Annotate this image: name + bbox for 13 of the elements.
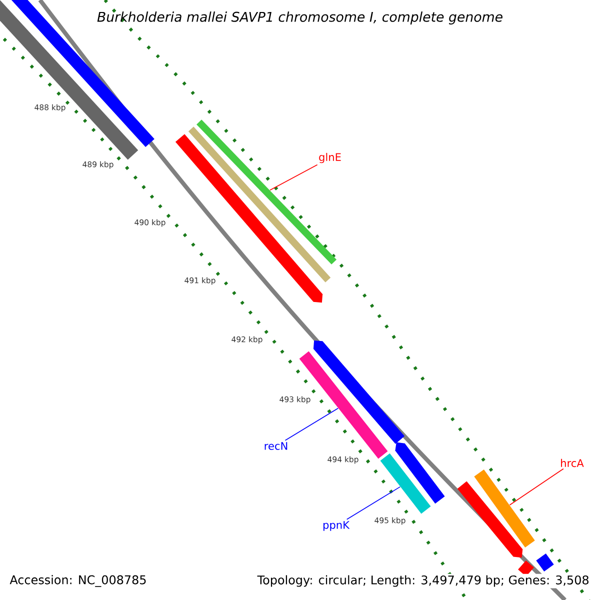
gene-label: recN bbox=[264, 442, 288, 450]
gene-feature bbox=[380, 453, 431, 514]
gene-label: ppnK bbox=[323, 521, 350, 531]
gene-label: glnE bbox=[319, 152, 341, 164]
accession-text: Accession: NC_008785 bbox=[8, 574, 148, 588]
leader-line bbox=[270, 164, 318, 191]
leader-line bbox=[346, 486, 401, 520]
summary-text: Topology: circular; Length: 3,497,479 bp; Genes: 3,508 bbox=[256, 574, 591, 588]
leader-line bbox=[284, 408, 339, 441]
gene-feature bbox=[474, 470, 535, 548]
leader-line bbox=[509, 468, 564, 506]
gene-label: hrcA bbox=[561, 458, 584, 468]
title: Burkholderia mallei SAVP1 chromosome I, complete genome bbox=[97, 12, 502, 24]
